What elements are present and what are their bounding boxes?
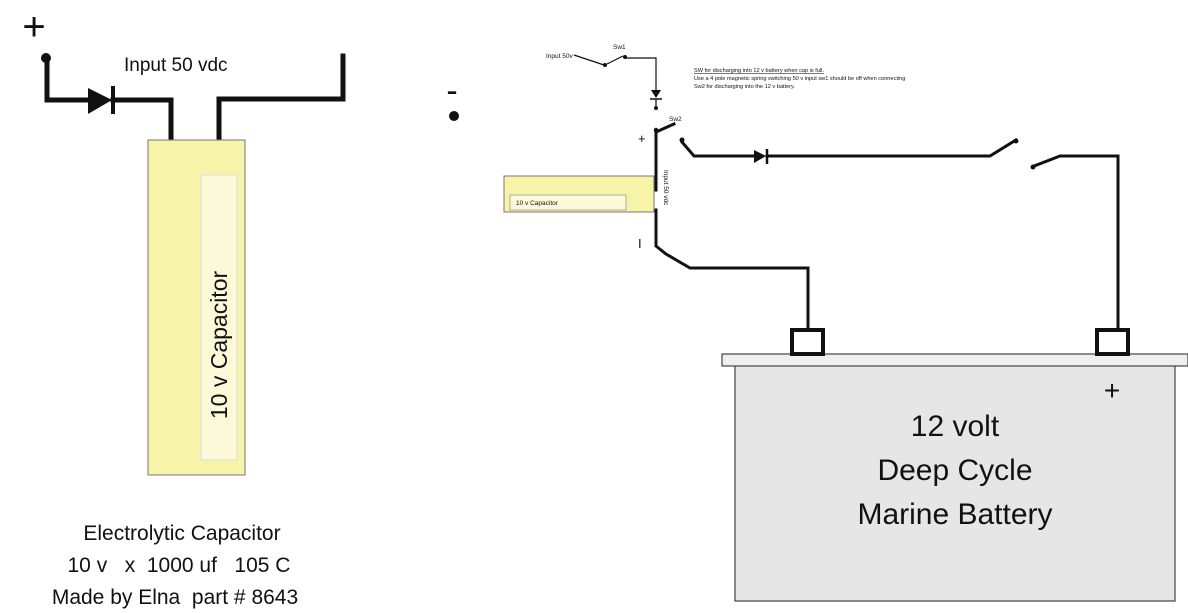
sw2-label: Sw2: [669, 116, 682, 123]
left-positive-lead: [110, 97, 174, 143]
sw1-blade-icon: [606, 55, 624, 65]
battery-lid: [721, 353, 1188, 367]
battery-negative-terminal: [790, 328, 825, 356]
left-negative-lead: [216, 53, 346, 143]
sw2-blade-top: [654, 122, 676, 134]
note-line-1: SW for discharging into 12 v battery whe…: [694, 68, 824, 74]
right-minus-small: I: [638, 236, 642, 251]
sw1-label: Sw1: [613, 44, 626, 51]
charging-diode-icon: [754, 149, 769, 164]
battery-positive-terminal: [1095, 328, 1130, 356]
battery-line-1: 12 volt: [911, 410, 1000, 443]
note-line-3: Sw2 for discharging into the 12 v batter…: [694, 84, 795, 90]
small-diode-icon: [650, 90, 662, 100]
left-input-wire: [44, 57, 93, 103]
caption-line-2: 10 v x 1000 uf 105 C: [68, 554, 291, 577]
negative-battery-wire: [654, 208, 810, 332]
caption-line-1: Electrolytic Capacitor: [83, 522, 280, 545]
left-input-label: Input 50 vdc: [124, 55, 228, 76]
caption-line-3: Made by Elna part # 8643: [52, 586, 298, 609]
battery-line-3: Marine Battery: [857, 498, 1052, 531]
battery-line-2: Deep Cycle: [877, 454, 1032, 487]
left-plus-sign: +: [22, 5, 45, 49]
negative-terminal-dot: [449, 111, 459, 121]
left-capacitor-label-panel: [200, 174, 238, 461]
sw1-to-diode-wire: [626, 57, 657, 90]
sw-contact-top: [654, 106, 658, 110]
main-switch-contact-a: [1013, 138, 1019, 144]
right-capacitor-label: 10 v Capacitor: [516, 200, 559, 207]
right-capacitor-label-panel: [509, 194, 627, 211]
input-50v-wire: [573, 54, 605, 66]
diode-to-main-switch-wire: [765, 137, 1019, 158]
left-capacitor-label: 10 v Capacitor: [206, 271, 232, 420]
positive-battery-wire: [1032, 154, 1120, 332]
right-plus-small: +: [638, 131, 646, 146]
note-line-2: Use a 4 pole magnetic spring switching 5…: [694, 76, 905, 82]
left-diode-icon: [88, 86, 115, 114]
sw2-to-diode-wire: [679, 139, 757, 158]
battery-body: [734, 364, 1176, 602]
minus-sign: -: [446, 72, 457, 110]
battery-plus-sign: +: [1104, 375, 1120, 406]
sw1-contact-a: [603, 63, 607, 67]
right-vertical-input-label: Input 50 vdc: [662, 170, 669, 206]
right-input-label: Input 50v: [546, 53, 573, 60]
